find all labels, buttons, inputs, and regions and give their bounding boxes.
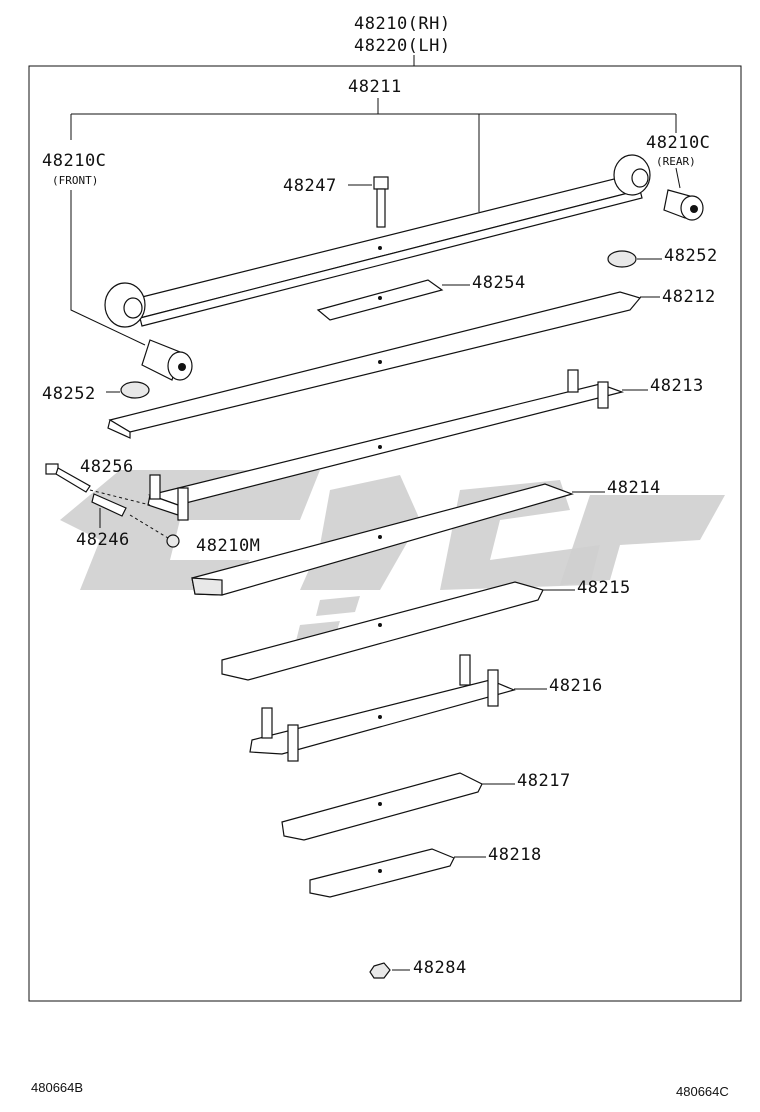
main-leaf — [104, 154, 651, 328]
leader-clip-bolt-dashed — [89, 489, 151, 506]
ref-code-right: 480664C — [676, 1084, 729, 1099]
nut — [369, 962, 391, 979]
label-center-bolt: 48247 — [283, 176, 337, 196]
leaf-48216 — [249, 654, 516, 762]
label-clip-bolt: 48256 — [80, 457, 134, 477]
label-clip-spacer: 48246 — [76, 530, 130, 550]
label-48213: 48213 — [650, 376, 704, 396]
center-bolt — [373, 176, 389, 228]
ref-code-left: 480664B — [31, 1080, 83, 1095]
label-48214: 48214 — [607, 478, 661, 498]
leaf-48218 — [309, 848, 455, 898]
leaf-48215 — [221, 581, 544, 681]
title-rh: 48210(RH) — [354, 14, 451, 34]
clip-spacer — [91, 493, 127, 517]
label-48216: 48216 — [549, 676, 603, 696]
note-bushing-front: (FRONT) — [52, 174, 98, 187]
spacer-top — [607, 250, 637, 268]
label-spacer-left: 48252 — [42, 384, 96, 404]
leader-bushing-rear — [675, 167, 681, 189]
leaf-48212 — [107, 291, 642, 439]
leaf-48214 — [191, 483, 574, 596]
leader-clip-nut-dashed — [129, 514, 169, 539]
spacer-left — [120, 381, 150, 399]
label-48217: 48217 — [517, 771, 571, 791]
label-bushing-rear: 48210C — [646, 133, 710, 153]
leaf-48213 — [147, 369, 625, 521]
leader-bushing-front — [70, 190, 146, 346]
clip-nut — [166, 534, 180, 548]
label-nut: 48284 — [413, 958, 467, 978]
assembly-bracket — [70, 98, 677, 212]
label-bushing-front: 48210C — [42, 151, 106, 171]
bushing-front — [141, 339, 193, 381]
label-48212: 48212 — [662, 287, 716, 307]
label-48215: 48215 — [577, 578, 631, 598]
bushing-rear — [663, 189, 704, 221]
note-bushing-rear: (REAR) — [656, 155, 696, 168]
label-spacer-top: 48252 — [664, 246, 718, 266]
clip-bolt — [45, 463, 91, 493]
title-lh: 48220(LH) — [354, 36, 451, 56]
assembly-label: 48211 — [348, 77, 402, 97]
label-48218: 48218 — [488, 845, 542, 865]
label-plate: 48254 — [472, 273, 526, 293]
label-clip-nut: 48210M — [196, 536, 260, 556]
diagram-frame — [28, 65, 742, 1002]
leaf-48217 — [281, 772, 483, 841]
